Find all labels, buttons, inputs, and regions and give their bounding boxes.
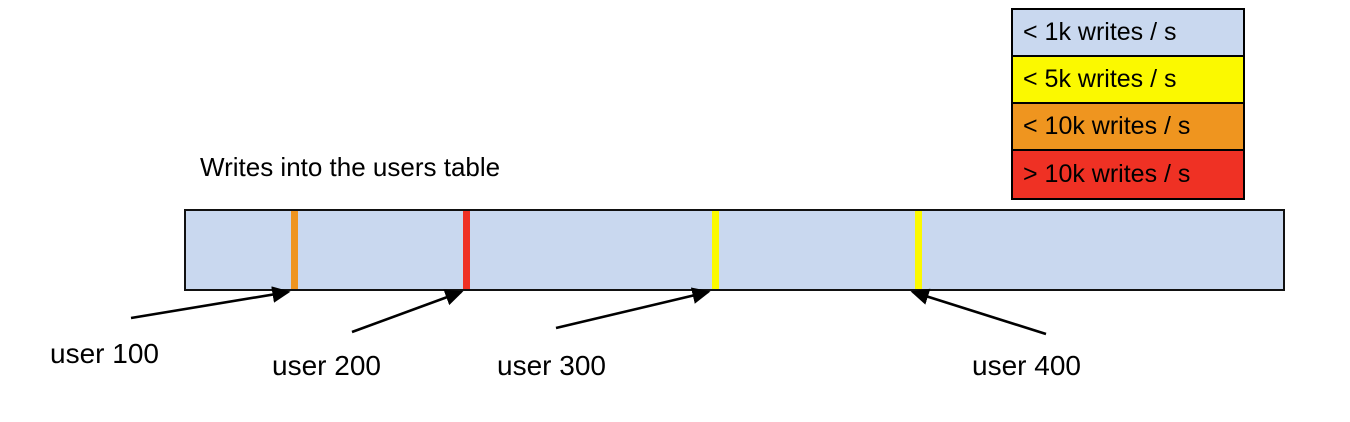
stripe-user-200	[463, 211, 470, 289]
legend-item-label: > 10k writes / s	[1023, 160, 1191, 188]
legend-item-label: < 10k writes / s	[1023, 112, 1191, 140]
legend: < 1k writes / s < 5k writes / s < 10k wr…	[1011, 8, 1245, 200]
stripe-user-400	[915, 211, 922, 289]
arrow-user-100	[130, 286, 291, 320]
legend-item-lt-1k: < 1k writes / s	[1013, 10, 1243, 57]
label-user-300: user 300	[497, 350, 606, 381]
legend-item-gt-10k: > 10k writes / s	[1013, 151, 1243, 198]
arrow-user-300	[555, 287, 711, 330]
label-user-100: user 100	[50, 338, 159, 369]
diagram-title: Writes into the users table	[200, 152, 501, 182]
legend-item-label: < 5k writes / s	[1023, 65, 1177, 93]
label-user-200: user 200	[272, 350, 381, 381]
legend-item-lt-10k: < 10k writes / s	[1013, 104, 1243, 151]
legend-item-lt-5k: < 5k writes / s	[1013, 57, 1243, 104]
stripe-user-100	[291, 211, 298, 289]
legend-item-label: < 1k writes / s	[1023, 18, 1177, 46]
stripe-user-300	[712, 211, 719, 289]
arrow-user-200	[351, 289, 464, 334]
arrow-user-400	[910, 288, 1047, 336]
users-table-bar	[184, 209, 1285, 291]
label-user-400: user 400	[972, 350, 1081, 381]
